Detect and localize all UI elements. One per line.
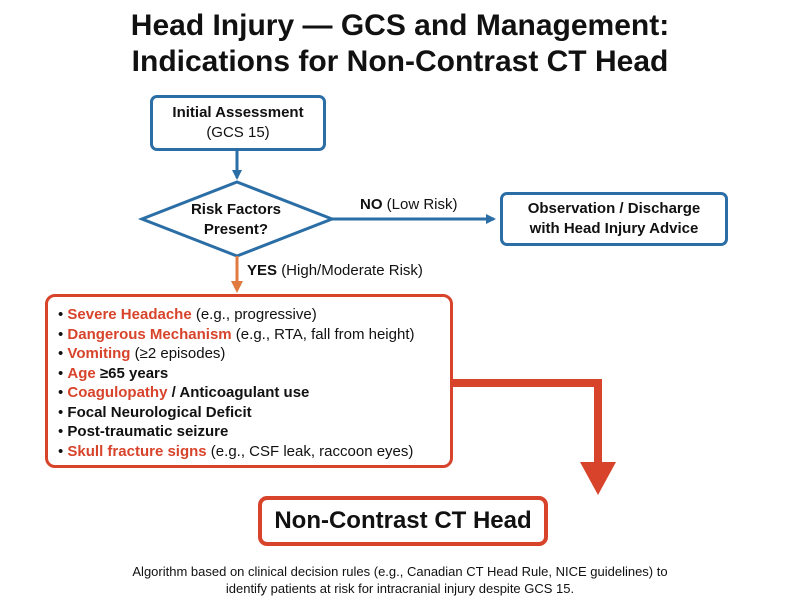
risk-factor-item: • Coagulopathy / Anticoagulant use [58,383,414,403]
observation-discharge-box: Observation / Discharge with Head Injury… [500,192,728,246]
edge-yes-rest: (High/Moderate Risk) [281,262,423,279]
risk-factor-detail: (≥2 episodes) [130,345,226,362]
risk-factor-item: • Age ≥65 years [58,364,414,384]
risk-factor-item: • Post-traumatic seizure [58,422,414,442]
decision-label: Risk Factors Present? [168,200,304,240]
risk-factors-box: • Severe Headache (e.g., progressive)• D… [45,294,453,468]
arrow-to-ct [453,379,602,464]
initial-assessment-gcs: (GCS 15) [206,124,270,141]
page-title: Head Injury — GCS and Management: Indica… [0,8,800,80]
observation-line-1: Observation / Discharge [527,200,701,217]
bullet-icon: • [58,384,68,401]
decision-line-2: Present? [203,221,269,238]
decision-line-1: Risk Factors [190,201,282,218]
observation-line-2: with Head Injury Advice [529,220,699,237]
risk-factor-item: • Focal Neurological Deficit [58,403,414,423]
arrow-to-ct-head [580,462,616,495]
bullet-icon: • [58,442,68,460]
ct-head-box: Non-Contrast CT Head [258,496,548,546]
risk-factor-highlight: Severe Headache [67,306,192,323]
risk-factor-detail: Post-traumatic seizure [67,423,229,440]
risk-factor-item: • Skull fracture signs (e.g., CSF leak, … [58,442,414,462]
risk-factor-detail: / Anticoagulant use [167,384,310,401]
risk-factor-highlight: Skull fracture signs [67,442,207,460]
risk-factor-detail: ≥65 years [95,364,169,382]
risk-factor-detail: (e.g., CSF leak, raccoon eyes) [206,442,414,460]
risk-factor-item: • Dangerous Mechanism (e.g., RTA, fall f… [58,325,414,345]
ct-head-label: Non-Contrast CT Head [274,507,532,534]
risk-factor-item: • Severe Headache (e.g., progressive) [58,305,414,325]
bullet-icon: • [58,423,68,440]
risk-factor-detail: Focal Neurological Deficit [67,403,252,421]
footnote-line-1: Algorithm based on clinical decision rul… [132,564,668,579]
edge-yes-strong: YES [247,262,278,279]
risk-factor-highlight: Vomiting [67,345,131,362]
bullet-icon: • [58,306,68,323]
risk-factor-detail: (e.g., RTA, fall from height) [231,325,415,343]
risk-factor-detail: (e.g., progressive) [191,306,317,323]
bullet-icon: • [58,364,68,382]
bullet-icon: • [58,345,68,362]
bullet-icon: • [58,325,68,343]
risk-factor-item: • Vomiting (≥2 episodes) [58,344,414,364]
title-line-1: Head Injury — GCS and Management: [130,9,670,42]
bullet-icon: • [58,403,68,421]
footnote-line-2: identify patients at risk for intracrani… [225,581,575,596]
title-line-2: Indications for Non-Contrast CT Head [131,45,669,78]
risk-factor-highlight: Dangerous Mechanism [67,325,232,343]
initial-assessment-box: Initial Assessment (GCS 15) [150,95,326,151]
edge-no-strong: NO [360,196,383,213]
risk-factor-highlight: Age [67,364,96,382]
risk-factor-highlight: Coagulopathy [67,384,168,401]
edge-no-rest: (Low Risk) [386,196,458,213]
initial-assessment-label: Initial Assessment [172,104,304,121]
footnote: Algorithm based on clinical decision rul… [90,563,710,597]
edge-label-yes: YES (High/Moderate Risk) [247,262,423,279]
edge-label-no: NO (Low Risk) [360,196,458,213]
risk-factors-list: • Severe Headache (e.g., progressive)• D… [58,305,414,461]
